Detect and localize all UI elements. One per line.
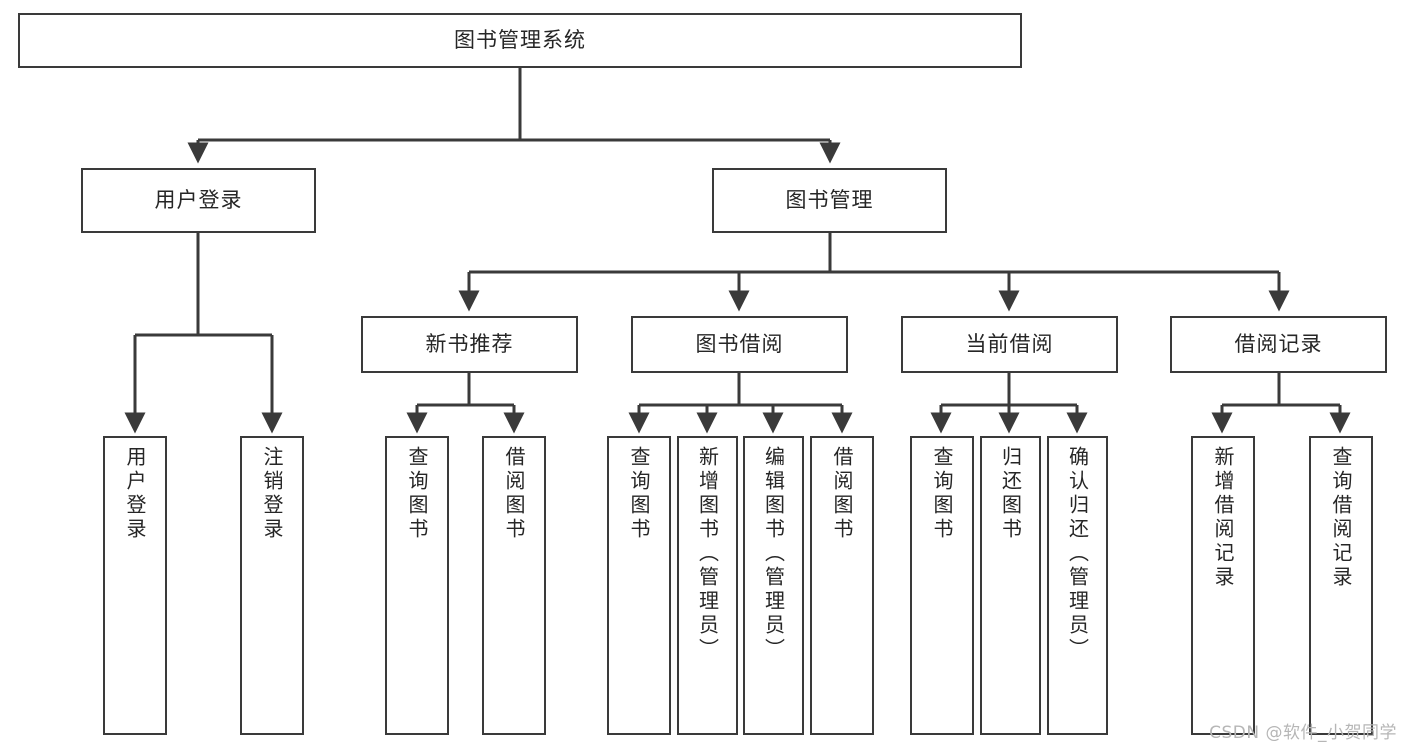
leaf-add-book[interactable]: 新增图书（管理员） — [677, 436, 738, 735]
leaf-add-book-label: 新增图书（管理员） — [695, 446, 720, 662]
node-borrow-record-label: 借阅记录 — [1234, 332, 1323, 357]
leaf-query-book-2-label: 查询图书 — [627, 446, 651, 542]
node-book-manage[interactable]: 图书管理 — [712, 168, 947, 233]
node-root[interactable]: 图书管理系统 — [18, 13, 1022, 68]
leaf-query-book-1-label: 查询图书 — [405, 446, 429, 542]
node-borrow-record[interactable]: 借阅记录 — [1170, 316, 1387, 373]
node-book-borrow-label: 图书借阅 — [695, 332, 784, 357]
node-current-borrow[interactable]: 当前借阅 — [901, 316, 1118, 373]
node-user-login[interactable]: 用户登录 — [81, 168, 316, 233]
node-book-manage-label: 图书管理 — [785, 188, 874, 213]
leaf-query-book-3-label: 查询图书 — [930, 446, 954, 542]
leaf-user-logout[interactable]: 注销登录 — [240, 436, 304, 735]
leaf-borrow-book-2[interactable]: 借阅图书 — [810, 436, 874, 735]
node-root-label: 图书管理系统 — [454, 28, 586, 53]
leaf-add-record[interactable]: 新增借阅记录 — [1191, 436, 1255, 735]
leaf-return-book[interactable]: 归还图书 — [980, 436, 1041, 735]
leaf-query-book-2[interactable]: 查询图书 — [607, 436, 671, 735]
leaf-add-record-label: 新增借阅记录 — [1211, 446, 1235, 590]
leaf-edit-book-label: 编辑图书（管理员） — [761, 446, 786, 662]
leaf-user-logout-label: 注销登录 — [260, 446, 284, 542]
leaf-borrow-book-1[interactable]: 借阅图书 — [482, 436, 546, 735]
leaf-query-record[interactable]: 查询借阅记录 — [1309, 436, 1373, 735]
watermark-csdn: CSDN @软件_小贺同学 — [1209, 723, 1397, 743]
leaf-confirm-return-label: 确认归还（管理员） — [1065, 446, 1090, 662]
leaf-query-book-3[interactable]: 查询图书 — [910, 436, 974, 735]
leaf-borrow-book-1-label: 借阅图书 — [502, 446, 526, 542]
leaf-query-book-1[interactable]: 查询图书 — [385, 436, 449, 735]
leaf-borrow-book-2-label: 借阅图书 — [830, 446, 854, 542]
node-user-login-label: 用户登录 — [154, 188, 243, 213]
leaf-user-login[interactable]: 用户登录 — [103, 436, 167, 735]
leaf-return-book-label: 归还图书 — [998, 446, 1023, 542]
leaf-query-record-label: 查询借阅记录 — [1329, 446, 1353, 590]
node-new-book-recommend-label: 新书推荐 — [425, 332, 514, 357]
leaf-confirm-return[interactable]: 确认归还（管理员） — [1047, 436, 1108, 735]
node-current-borrow-label: 当前借阅 — [965, 332, 1054, 357]
node-new-book-recommend[interactable]: 新书推荐 — [361, 316, 578, 373]
leaf-user-login-label: 用户登录 — [123, 446, 147, 542]
node-book-borrow[interactable]: 图书借阅 — [631, 316, 848, 373]
leaf-edit-book[interactable]: 编辑图书（管理员） — [743, 436, 804, 735]
